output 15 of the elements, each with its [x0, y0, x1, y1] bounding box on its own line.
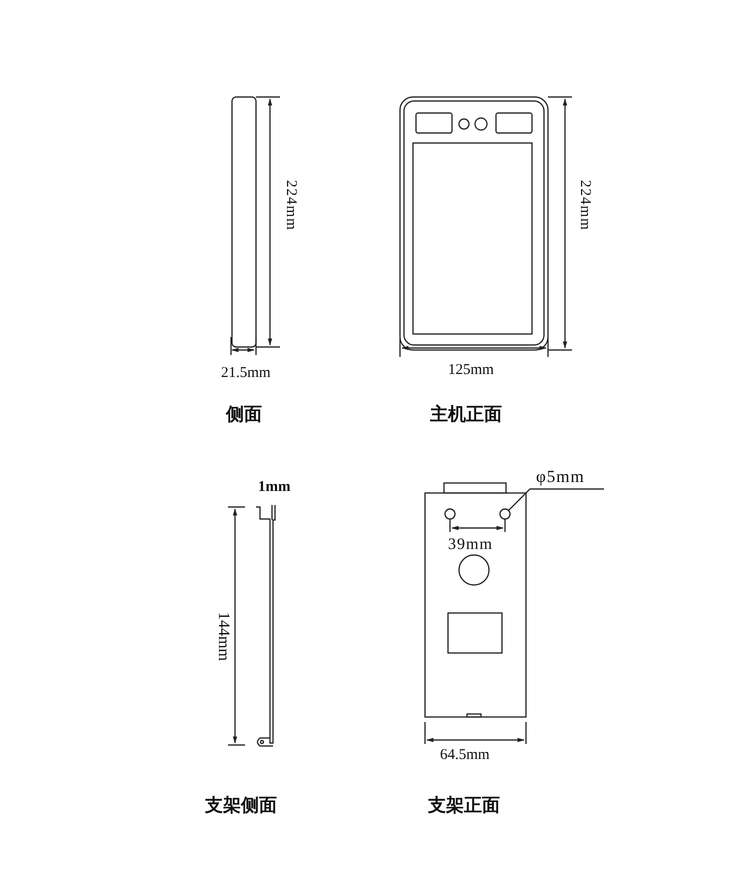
view-caption: 主机正面 — [430, 405, 502, 423]
dimension-label: φ5mm — [536, 468, 585, 485]
dimension-label: 21.5mm — [221, 366, 271, 381]
view-caption: 支架侧面 — [205, 796, 277, 814]
view-caption: 侧面 — [226, 405, 262, 423]
dimension-label: 144mm — [215, 612, 231, 661]
leader-line — [508, 488, 604, 511]
dimension-label: 125mm — [448, 363, 494, 378]
dimension-label: 39mm — [448, 537, 493, 553]
view-caption: 支架正面 — [428, 796, 500, 814]
dimension-label: 64.5mm — [440, 748, 490, 763]
mounting-hole — [499, 508, 511, 520]
dimension-label: 1mm — [258, 480, 290, 495]
dimension-label: 224mm — [577, 180, 592, 231]
dimension-label: 224mm — [283, 180, 298, 231]
